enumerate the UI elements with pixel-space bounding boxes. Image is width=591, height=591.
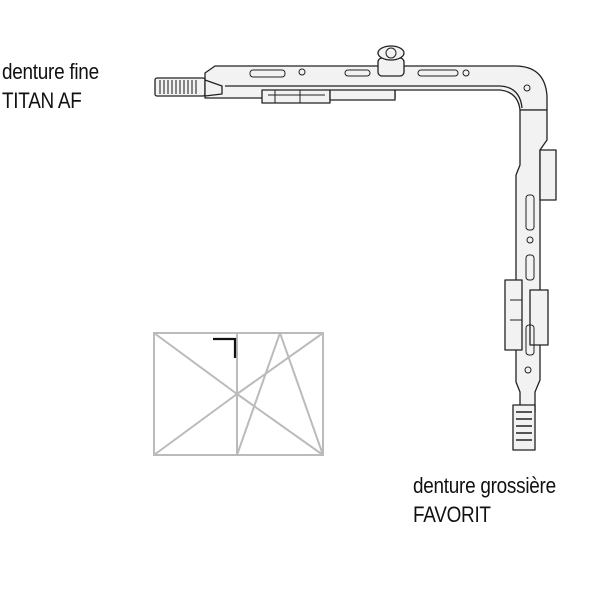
coarse-teeth-end <box>512 404 536 451</box>
rivet-2 <box>462 69 470 77</box>
label-fine-teeth-line1: denture fine <box>2 59 99 84</box>
label-fine-teeth: denture fine TITAN AF <box>2 57 99 115</box>
slot-3 <box>417 69 459 77</box>
vertical-slot-2 <box>525 254 535 281</box>
vertical-slot-1 <box>525 194 535 231</box>
vertical-rivet-2 <box>524 366 532 374</box>
horizontal-slide-extension <box>329 89 396 101</box>
fine-teeth <box>159 80 197 94</box>
coarse-teeth <box>516 411 532 441</box>
left-sash-line-1 <box>153 332 238 395</box>
horizontal-slide-block <box>261 89 331 104</box>
slot-2 <box>344 69 371 77</box>
fine-teeth-connector <box>204 79 223 97</box>
corner-position-marker <box>213 337 237 358</box>
vertical-rivet-1 <box>526 236 534 244</box>
diagram-frame <box>153 332 324 456</box>
right-sash-line-2 <box>236 393 324 456</box>
horizontal-arm-rail <box>225 85 523 109</box>
label-coarse-teeth-line1: denture grossière <box>413 473 556 498</box>
slot-1 <box>249 69 286 78</box>
right-sash-tilt-line-1 <box>236 332 281 456</box>
label-fine-teeth-line2: TITAN AF <box>2 88 82 113</box>
knob-hole <box>385 47 397 59</box>
right-sash-line-1 <box>236 332 324 395</box>
vertical-slot-3 <box>525 324 535 356</box>
label-coarse-teeth: denture grossière FAVORIT <box>413 471 556 529</box>
rivet-3 <box>523 84 531 92</box>
vertical-side-bracket <box>539 149 557 201</box>
rivet-1 <box>298 68 306 76</box>
left-sash-line-2 <box>153 393 238 456</box>
right-sash-tilt-line-2 <box>279 332 324 456</box>
label-coarse-teeth-line2: FAVORIT <box>413 502 491 527</box>
vertical-slide-block <box>504 279 523 351</box>
knob-top <box>377 45 405 61</box>
